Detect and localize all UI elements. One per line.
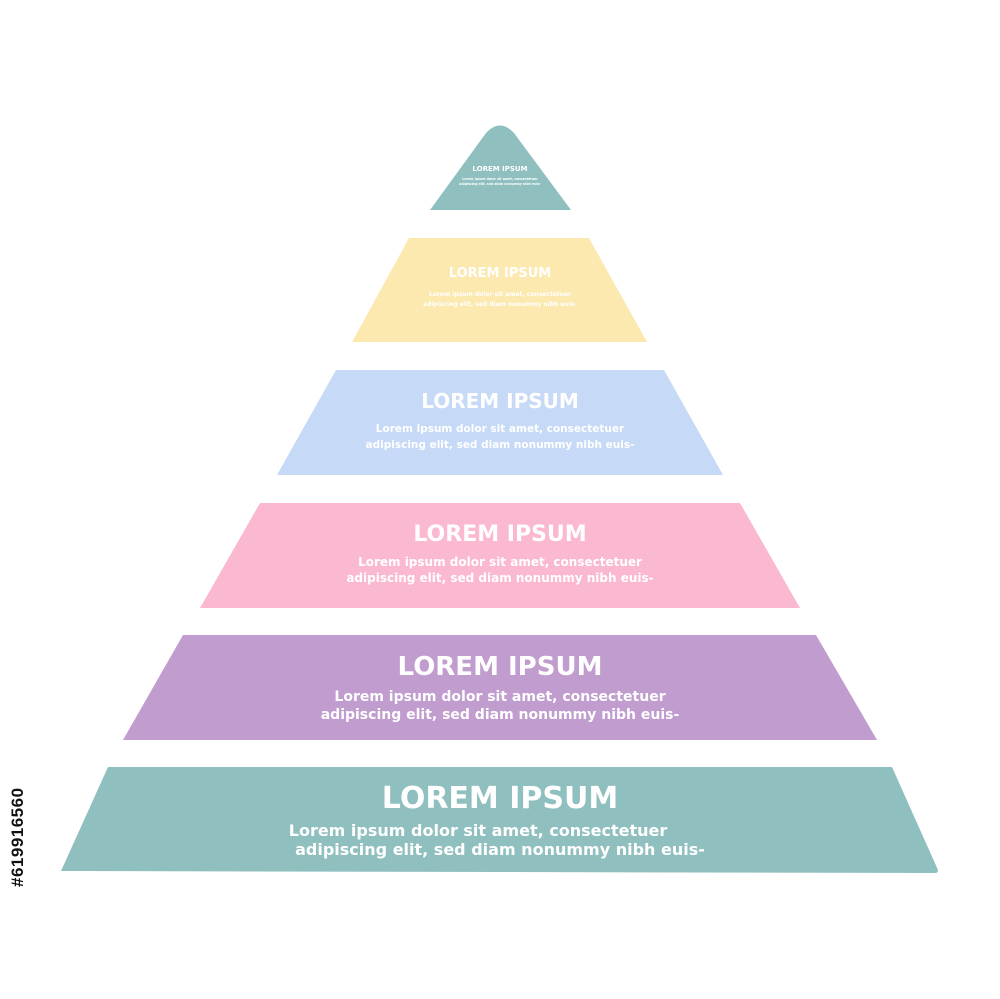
pyramid-level-5-shape: [123, 635, 877, 740]
pyramid-level-3: LOREM IPSUM Lorem ipsum dolor sit amet, …: [277, 370, 723, 475]
pyramid-level-6-title: LOREM IPSUM: [382, 781, 618, 816]
pyramid-level-2-title: LOREM IPSUM: [449, 266, 551, 281]
pyramid-level-4-text-line2: adipiscing elit, sed diam nonummy nibh e…: [346, 571, 653, 585]
pyramid-level-3-shape: [277, 370, 723, 475]
pyramid-level-4-shape: [200, 503, 800, 608]
pyramid-level-1-text-line2: adipiscing elit, sed diam nonummy nibh e…: [459, 182, 541, 186]
pyramid-level-6-text-line2: adipiscing elit, sed diam nonummy nibh e…: [295, 840, 705, 859]
pyramid-level-6-text-line1: Lorem ipsum dolor sit amet, consectetuer: [289, 821, 668, 840]
pyramid-level-4-title: LOREM IPSUM: [413, 522, 586, 547]
pyramid-level-4-text-line1: Lorem ipsum dolor sit amet, consectetuer: [358, 555, 642, 569]
pyramid-level-3-title: LOREM IPSUM: [421, 389, 579, 413]
pyramid-level-6: LOREM IPSUM Lorem ipsum dolor sit amet, …: [61, 767, 938, 873]
pyramid-level-5-title: LOREM IPSUM: [398, 652, 603, 682]
pyramid-level-6-shape: [61, 767, 938, 873]
pyramid-level-5: LOREM IPSUM Lorem ipsum dolor sit amet, …: [123, 635, 877, 740]
pyramid-level-2: LOREM IPSUM Lorem ipsum dolor sit amet, …: [352, 238, 647, 342]
pyramid-level-1-text-line1: Lorem ipsum dolor sit amet, consectetuer: [462, 177, 538, 181]
pyramid-level-3-text-line1: Lorem ipsum dolor sit amet, consectetuer: [376, 423, 625, 435]
stock-image-id: #619916560: [8, 787, 27, 887]
pyramid-level-1: LOREM IPSUM Lorem ipsum dolor sit amet, …: [430, 125, 571, 210]
pyramid-level-2-shape: [352, 238, 647, 342]
pyramid-level-3-text-line2: adipiscing elit, sed diam nonummy nibh e…: [366, 439, 635, 451]
pyramid-level-2-text-line1: Lorem ipsum dolor sit amet, consectetuer: [429, 291, 571, 298]
pyramid-level-2-text-line2: adipiscing elit, sed diam nonummy nibh e…: [423, 301, 577, 308]
pyramid-level-5-text-line1: Lorem ipsum dolor sit amet, consectetuer: [334, 689, 665, 705]
pyramid-level-1-shape: [430, 125, 571, 210]
pyramid-level-4: LOREM IPSUM Lorem ipsum dolor sit amet, …: [200, 503, 800, 608]
pyramid-level-1-title: LOREM IPSUM: [472, 165, 527, 173]
pyramid-level-5-text-line2: adipiscing elit, sed diam nonummy nibh e…: [321, 707, 680, 723]
